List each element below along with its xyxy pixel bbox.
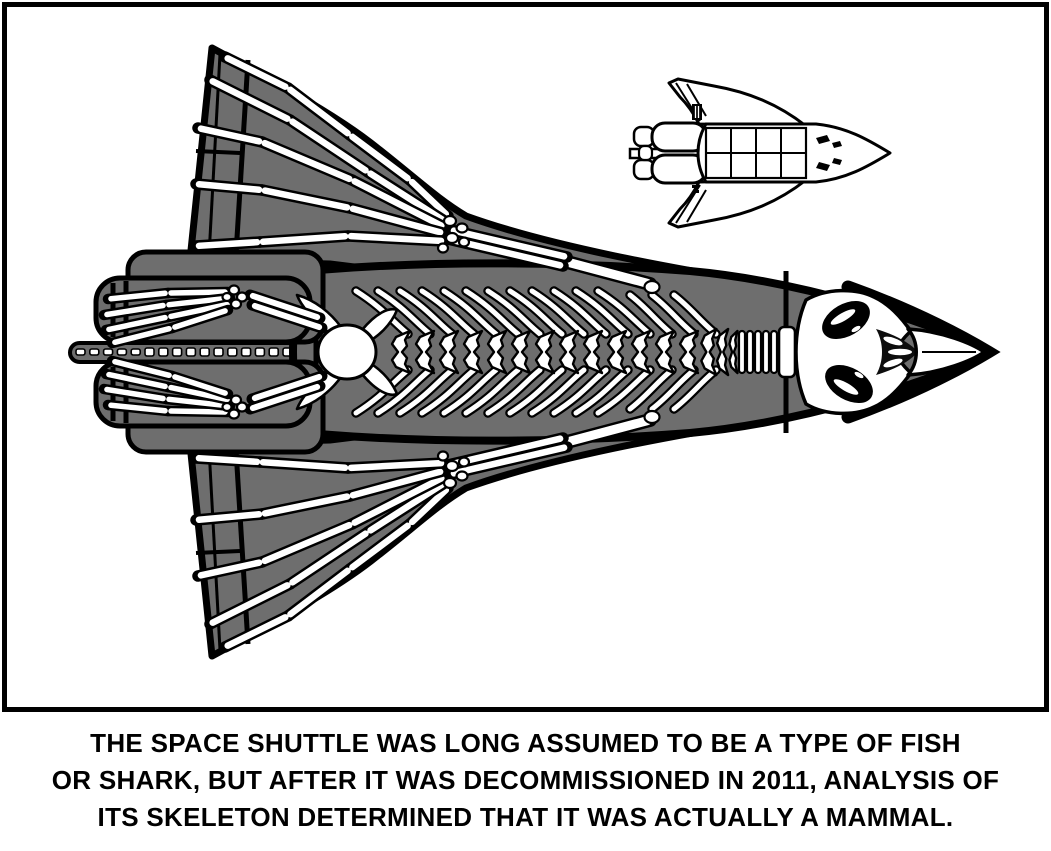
eye-socket-top [822, 301, 870, 339]
wing-text-mark [692, 185, 699, 188]
small-shuttle-wing-top [667, 77, 808, 128]
eye-socket-bottom [825, 365, 873, 403]
caption-line-3: ITS SKELETON DETERMINED THAT IT WAS ACTU… [97, 802, 954, 832]
wing-text-mark [693, 190, 699, 193]
skeleton-bones-top [98, 51, 721, 349]
caption: THE SPACE SHUTTLE WAS LONG ASSUMED TO BE… [0, 712, 1051, 836]
caption-line-2: OR SHARK, BUT AFTER IT WAS DECOMMISSIONE… [51, 765, 1000, 795]
wing-marking [692, 104, 702, 120]
nasal-bones [883, 336, 912, 368]
skull [794, 288, 986, 416]
spine [316, 323, 797, 381]
small-shuttle-illustration [628, 77, 892, 229]
skeleton-shuttle-illustration [68, 44, 1001, 656]
cargo-bay-grid [704, 126, 808, 180]
caption-line-1: THE SPACE SHUTTLE WAS LONG ASSUMED TO BE… [90, 728, 961, 758]
engine-bell [637, 144, 654, 162]
nose-shading [841, 280, 1001, 424]
cockpit-windows [816, 135, 842, 171]
small-shuttle-wing-bottom [667, 178, 808, 229]
